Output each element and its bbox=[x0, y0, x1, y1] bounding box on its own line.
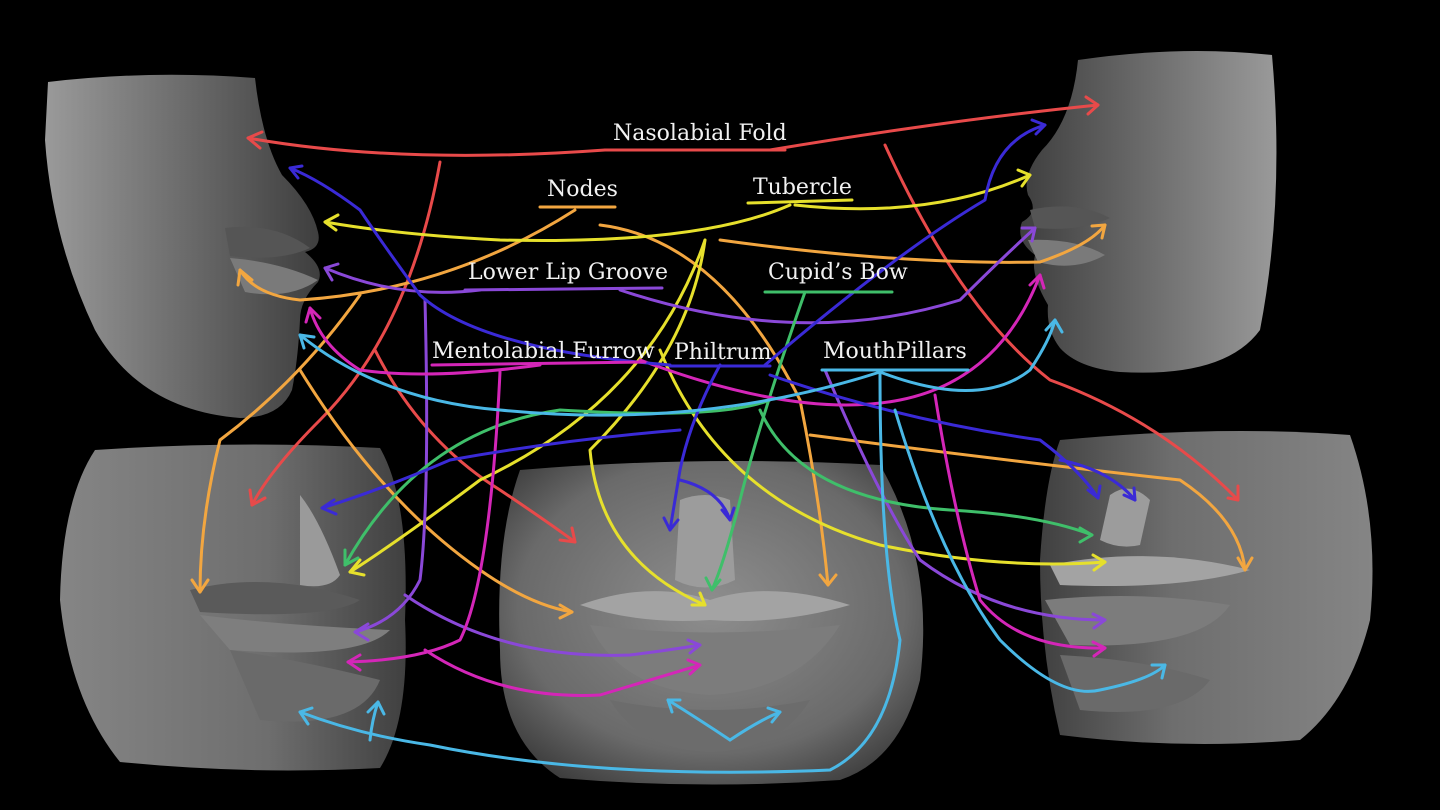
label-nasolabial-fold-text: Nasolabial Fold bbox=[613, 121, 787, 146]
label-nodes: Nodes bbox=[538, 177, 618, 209]
sculpt-bottom-right bbox=[1040, 431, 1373, 744]
label-philtrum: Philtrum bbox=[668, 340, 772, 368]
label-tubercle: Tubercle bbox=[746, 175, 854, 205]
label-nasolabial-fold: Nasolabial Fold bbox=[603, 121, 787, 152]
arrows-lower-lip-groove bbox=[323, 226, 1107, 657]
arrows-cupids-bow bbox=[343, 290, 1094, 592]
label-cupids-bow: Cupid’s Bow bbox=[763, 260, 908, 294]
label-lower-lip-groove: Lower Lip Groove bbox=[463, 260, 668, 292]
arrows-mentolabial-furrow bbox=[304, 273, 1107, 697]
arrows-tubercle bbox=[323, 168, 1107, 607]
label-mentolabial-furrow: Mentolabial Furrow bbox=[430, 339, 655, 367]
label-lower-lip-groove-text: Lower Lip Groove bbox=[468, 260, 668, 285]
label-mentolabial-furrow-text: Mentolabial Furrow bbox=[432, 339, 655, 364]
label-nodes-text: Nodes bbox=[547, 177, 618, 202]
arrows-mouth-pillars bbox=[298, 318, 1167, 774]
sculpt-bottom-center bbox=[499, 461, 924, 785]
label-mouth-pillars: MouthPillars bbox=[820, 339, 970, 372]
sculpt-top-left bbox=[45, 74, 320, 419]
label-cupids-bow-text: Cupid’s Bow bbox=[768, 260, 908, 285]
arrows-philtrum bbox=[288, 118, 1137, 532]
label-mouth-pillars-text: MouthPillars bbox=[823, 339, 967, 364]
label-tubercle-text: Tubercle bbox=[753, 175, 852, 200]
label-philtrum-text: Philtrum bbox=[674, 340, 772, 365]
sculpt-bottom-left bbox=[60, 444, 406, 771]
